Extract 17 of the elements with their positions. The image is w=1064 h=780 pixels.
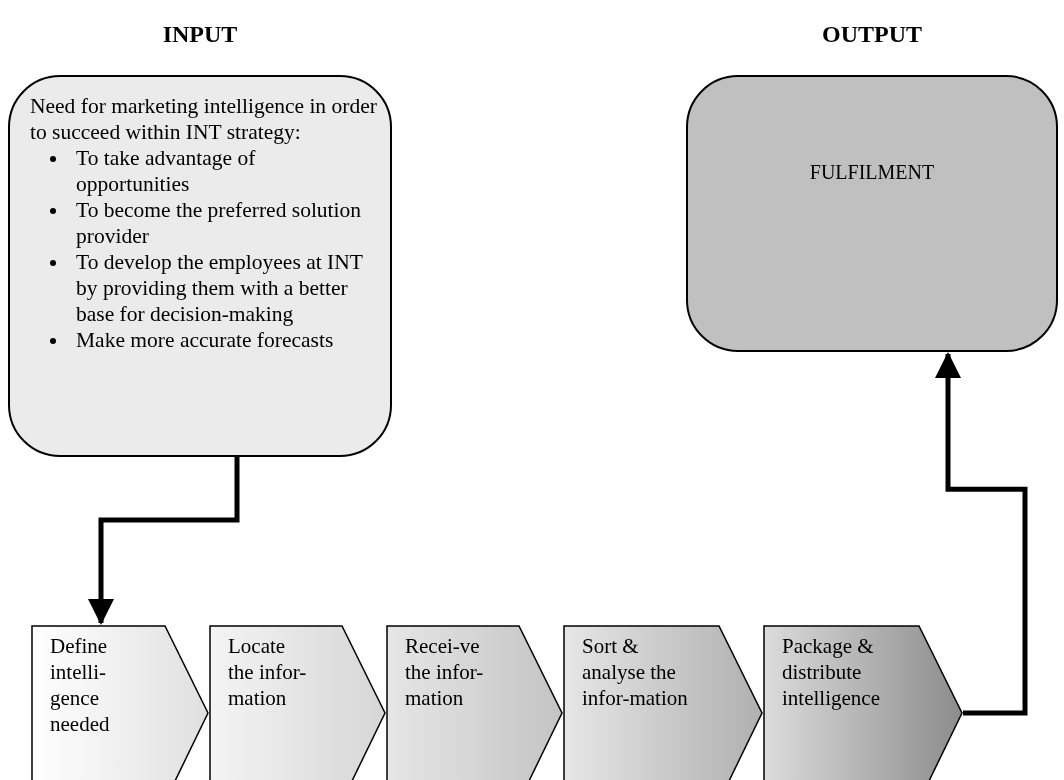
arrow xyxy=(88,457,240,625)
column-heading: OUTPUT xyxy=(821,22,923,46)
rounded-box xyxy=(8,75,392,457)
step-label: Sort & analyse the infor-mation xyxy=(582,633,689,711)
arrow xyxy=(935,352,1028,716)
bullet-text: Make more accurate forecasts xyxy=(76,327,335,353)
bullet-text: To become the preferred solution provider xyxy=(76,197,363,249)
paragraph: Need for marketing intelligence in order to succeed within INT strategy: xyxy=(30,93,378,145)
rounded-box xyxy=(686,75,1058,352)
step-label: Locate the infor-mation xyxy=(228,633,308,711)
column-heading: INPUT xyxy=(161,22,239,46)
bullet-text: To develop the employees at INT by providing them with a better base for decision-making xyxy=(76,249,364,327)
step-label: Define intelli-gence needed xyxy=(50,633,111,737)
step-label: Recei-ve the infor-mation xyxy=(405,633,485,711)
step-label: Package & distribute intelligence xyxy=(782,633,881,711)
bullet-text: To take advantage of opportunities xyxy=(76,145,257,197)
box-label: FULFILMENT xyxy=(808,160,936,185)
